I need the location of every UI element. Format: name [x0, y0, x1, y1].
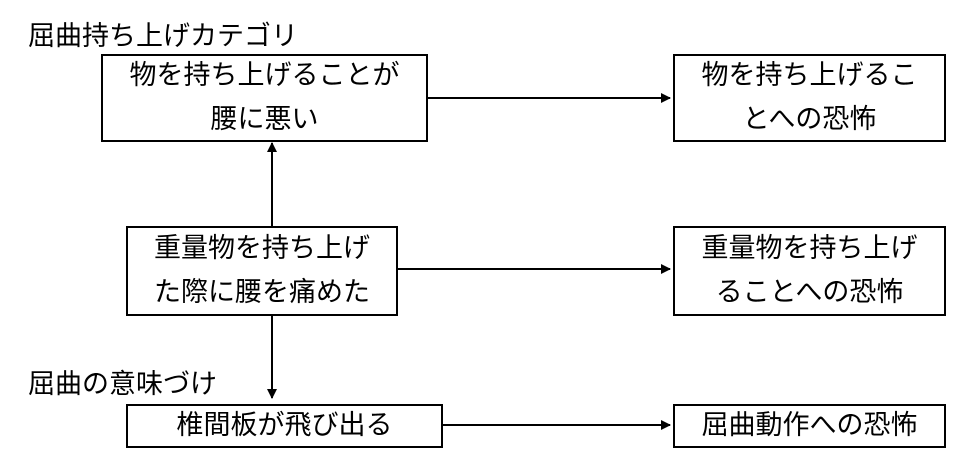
box-line: ることへの恐怖	[715, 277, 904, 308]
box-fear-of-flexion: 屈曲動作への恐怖	[673, 404, 946, 448]
box-line: た際に腰を痛めた	[154, 277, 370, 308]
box-line: 重量物を持ち上げ	[154, 233, 370, 264]
box-fear-of-heavy-lifting: 重量物を持ち上げ ることへの恐怖	[673, 226, 946, 316]
box-lifting-bad-for-back: 物を持ち上げることが 腰に悪い	[101, 54, 428, 142]
box-line: 椎間板が飛び出る	[176, 410, 393, 441]
category-label-lifting: 屈曲持ち上げカテゴリ	[28, 21, 298, 52]
box-fear-of-lifting: 物を持ち上げるこ とへの恐怖	[673, 54, 946, 142]
box-line: とへの恐怖	[742, 104, 877, 135]
box-disc-herniation: 椎間板が飛び出る	[126, 404, 443, 448]
box-line: 物を持ち上げることが	[129, 60, 400, 91]
box-line: 重量物を持ち上げ	[701, 233, 918, 264]
box-back-injury-heavy-lifting: 重量物を持ち上げ た際に腰を痛めた	[126, 226, 398, 316]
category-label-flexion: 屈曲の意味づけ	[28, 369, 217, 400]
box-line: 物を持ち上げるこ	[701, 60, 918, 91]
box-line: 屈曲動作への恐怖	[701, 410, 918, 441]
box-line: 腰に悪い	[210, 104, 319, 135]
